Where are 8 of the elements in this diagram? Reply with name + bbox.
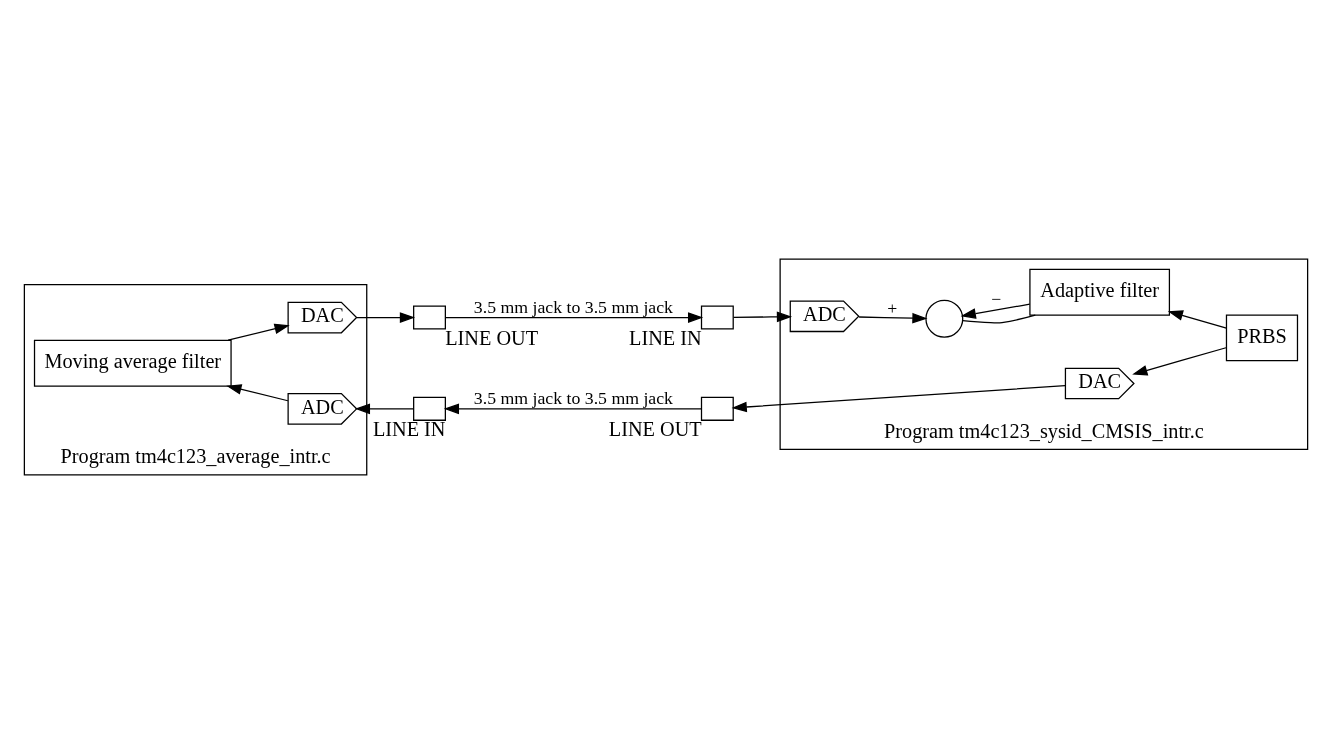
node-label: LINE IN [629,327,702,350]
edge-label: − [991,289,1002,310]
edge-label: 3.5 mm jack to 3.5 mm jack [473,388,674,409]
edge-label: 3.5 mm jack to 3.5 mm jack [473,296,674,317]
node-label: LINE IN [372,418,446,441]
node-label: LINE OUT [445,327,539,350]
node-label: LINE OUT [608,418,702,441]
edge-label: + [887,298,898,318]
